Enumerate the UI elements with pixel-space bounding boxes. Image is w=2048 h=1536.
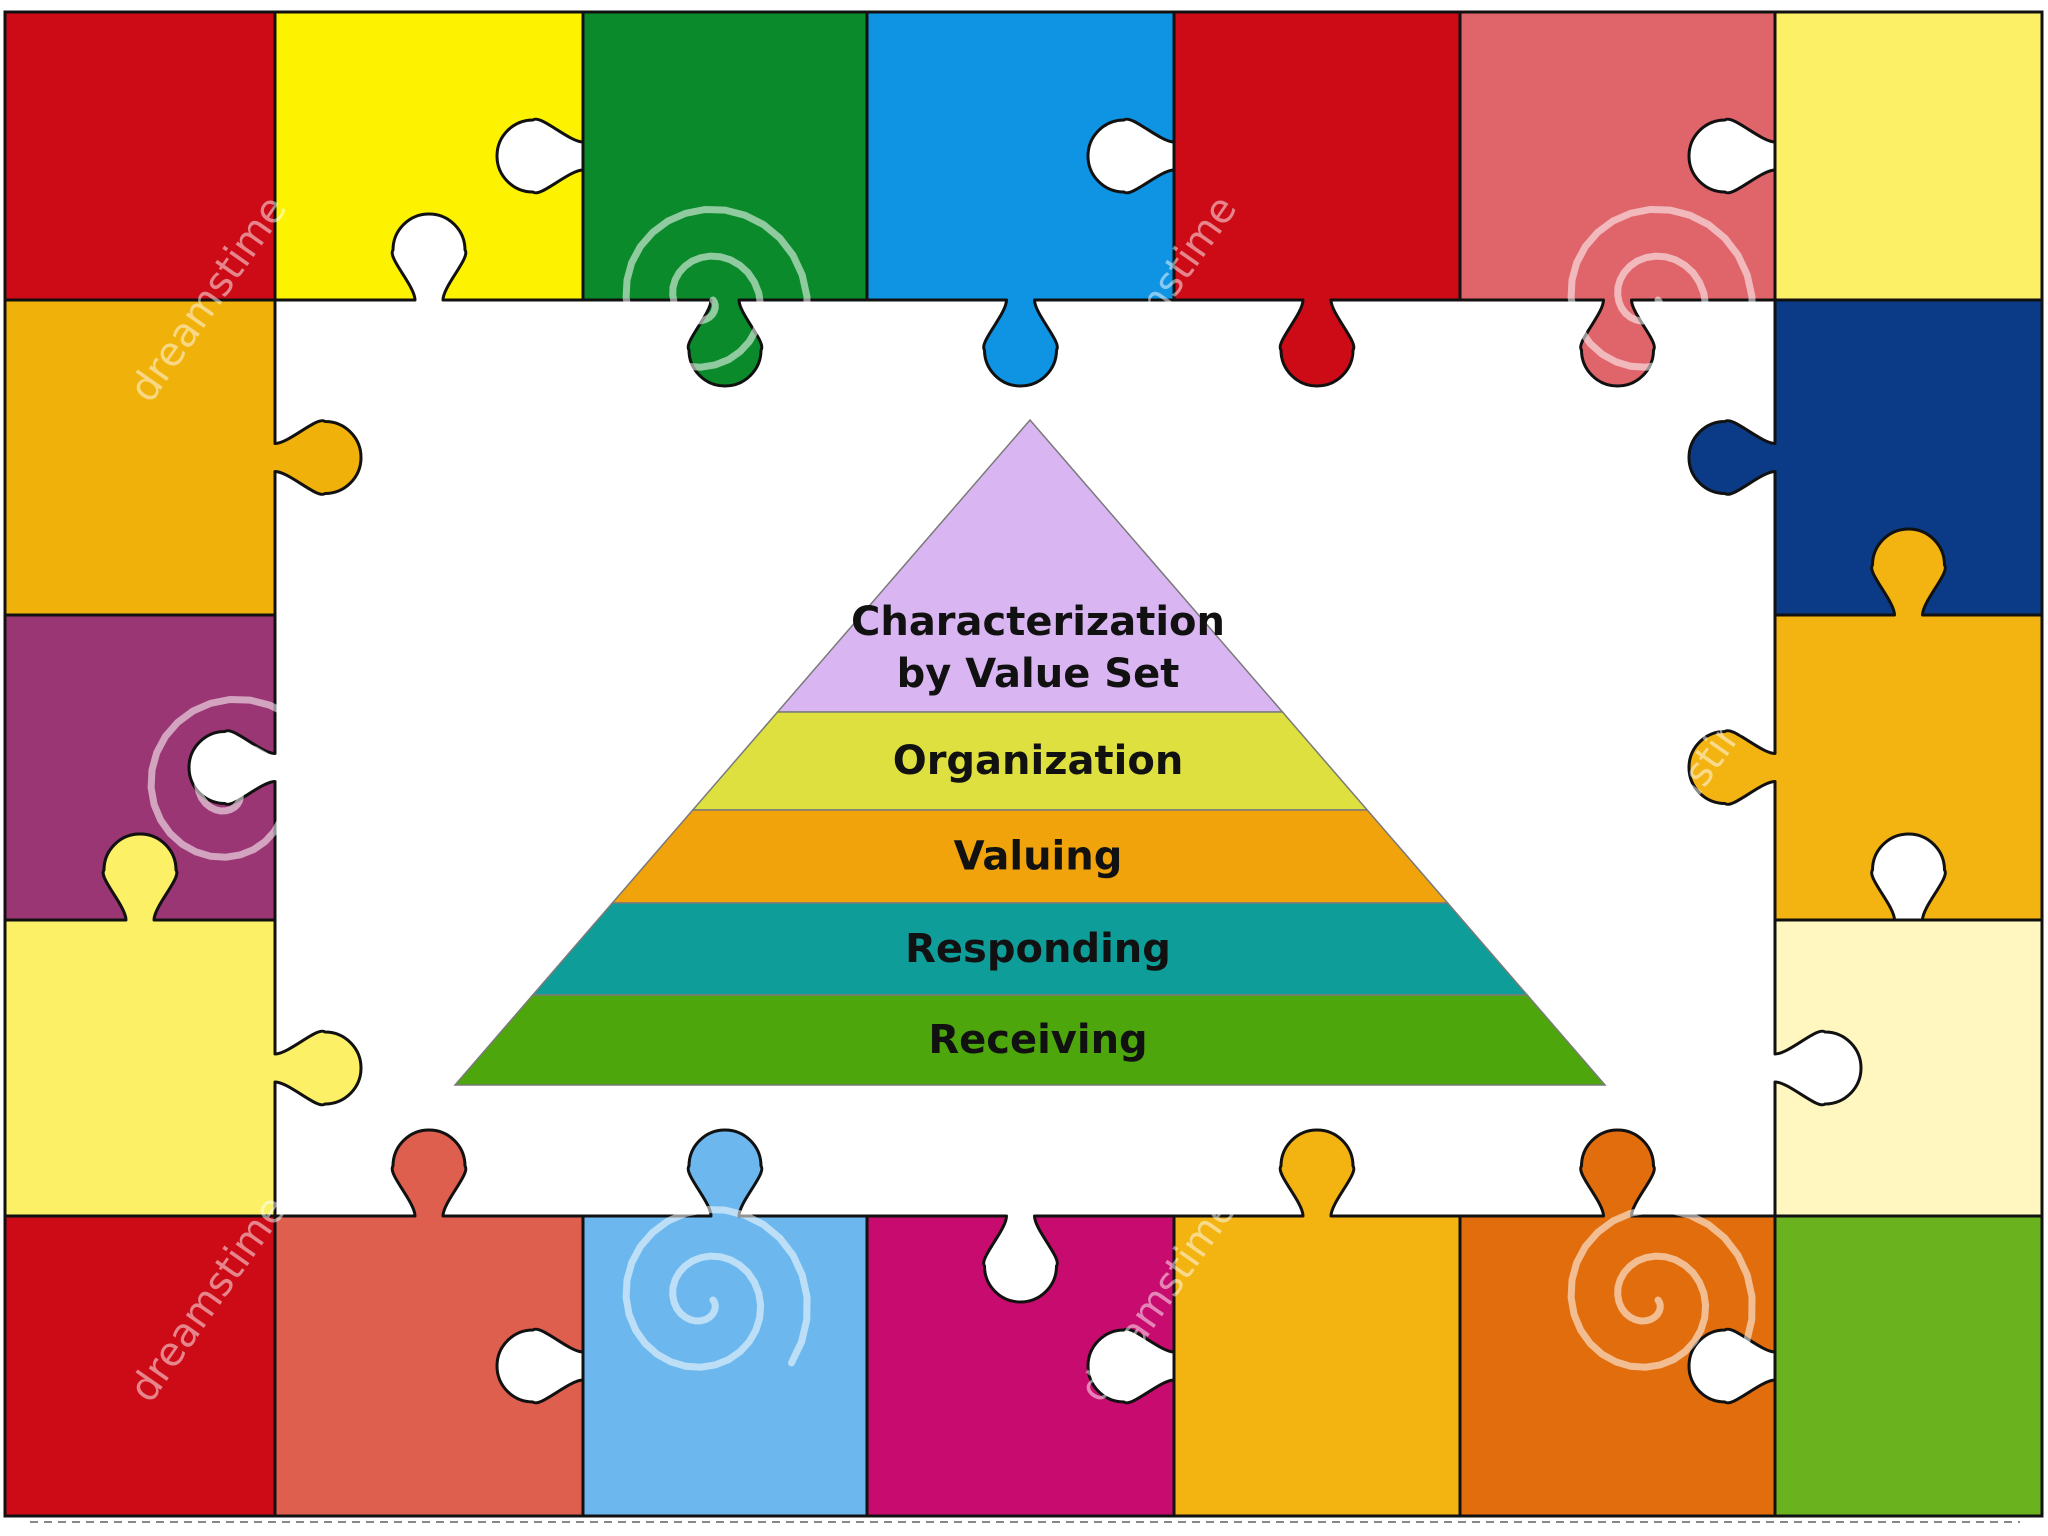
pyramid-level-label: Organization [893,738,1184,784]
puzzle-piece-right-3 [1773,918,2044,1218]
puzzle-outer-border [3,10,2044,1518]
pyramid-level-label: Responding [905,926,1171,972]
puzzle-piece-left-3 [3,832,363,1218]
watermark-spiral-icon [1567,1205,1756,1371]
puzzle-frame [3,10,2044,1518]
pyramid-level-5 [453,994,1607,1086]
watermark-spiral-icon [147,695,336,861]
watermark-spiral-icon [622,1205,811,1371]
pyramid-level-label: Receiving [928,1017,1147,1063]
watermark-spiral-icon [622,205,811,371]
watermark-spiral-icon [1567,205,1756,371]
pyramid-level-label: Valuing [954,834,1123,880]
puzzle-piece-right-2 [1687,527,2044,922]
